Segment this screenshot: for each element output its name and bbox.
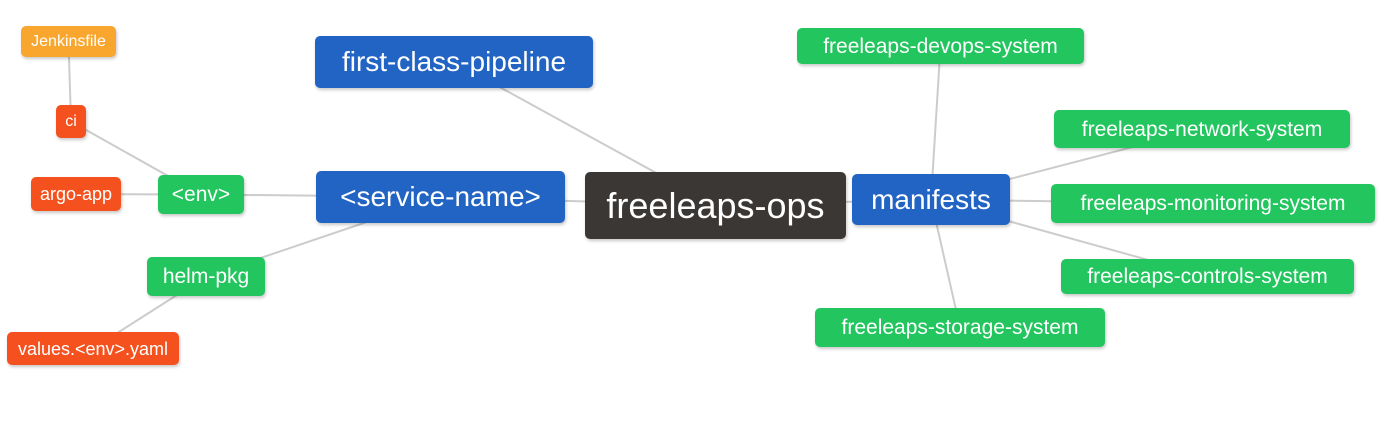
mindmap-node-freeleaps-devops-system[interactable]: freeleaps-devops-system [797, 28, 1084, 64]
edge-manifests-to-freeleaps-devops-system [930, 45, 942, 200]
mindmap-node-values-env-yaml[interactable]: values.<env>.yaml [7, 332, 179, 365]
mindmap-node-freeleaps-ops[interactable]: freeleaps-ops [585, 172, 846, 239]
mindmap-node-freeleaps-controls-system[interactable]: freeleaps-controls-system [1061, 259, 1354, 294]
mindmap-node-freeleaps-storage-system[interactable]: freeleaps-storage-system [815, 308, 1105, 347]
mindmap-node-freeleaps-monitoring-system[interactable]: freeleaps-monitoring-system [1051, 184, 1375, 223]
mindmap-node-env[interactable]: <env> [158, 175, 244, 214]
mindmap-node-manifests[interactable]: manifests [852, 174, 1010, 225]
mindmap-node-service-name[interactable]: <service-name> [316, 171, 565, 223]
mindmap-node-ci[interactable]: ci [56, 105, 86, 138]
mindmap-node-jenkinsfile[interactable]: Jenkinsfile [21, 26, 116, 57]
mindmap-node-first-class-pipeline[interactable]: first-class-pipeline [315, 36, 593, 88]
mindmap-node-helm-pkg[interactable]: helm-pkg [147, 257, 265, 296]
mindmap-node-argo-app[interactable]: argo-app [31, 177, 121, 211]
mindmap-node-freeleaps-network-system[interactable]: freeleaps-network-system [1054, 110, 1350, 148]
